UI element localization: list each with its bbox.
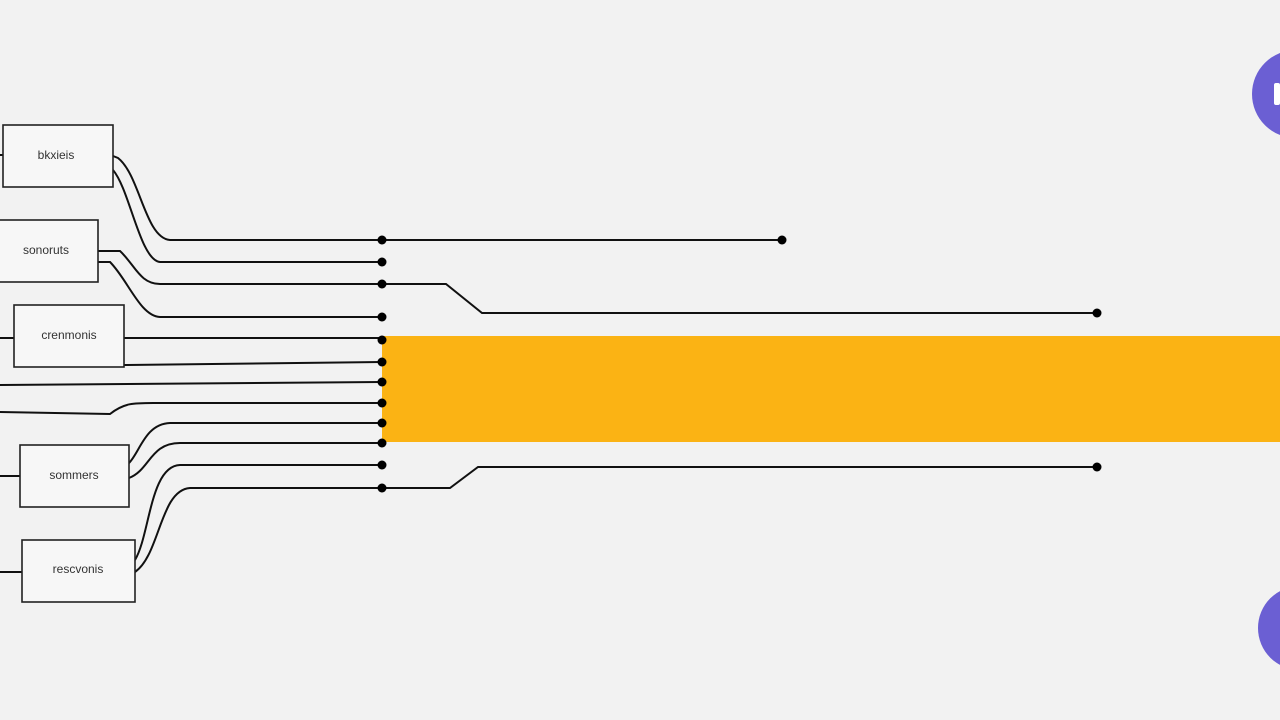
wire-group bbox=[0, 154, 1097, 573]
wire-11 bbox=[134, 464, 382, 561]
node-label: sommers bbox=[49, 468, 98, 482]
accent-band bbox=[382, 336, 1280, 442]
junction-dot bbox=[377, 335, 387, 345]
wire-7 bbox=[0, 381, 383, 386]
node-rescvonis[interactable]: rescvonis bbox=[21, 539, 136, 603]
junction-dot bbox=[377, 460, 387, 470]
side-circle-bottom-icon[interactable] bbox=[1258, 586, 1280, 670]
wire-1 bbox=[112, 155, 782, 241]
side-circle-top-icon[interactable] bbox=[1252, 50, 1280, 138]
junction-dot bbox=[377, 377, 387, 387]
wire-10 bbox=[128, 442, 382, 479]
endpoint-dot bbox=[1092, 462, 1102, 472]
junction-dot bbox=[377, 483, 387, 493]
junction-dot bbox=[377, 357, 387, 367]
junction-dot bbox=[377, 398, 387, 408]
junction-dot bbox=[377, 279, 387, 289]
wire-8 bbox=[0, 401, 382, 416]
wire-6 bbox=[123, 361, 383, 366]
node-sonoruts[interactable]: sonoruts bbox=[0, 219, 99, 283]
wire-3 bbox=[98, 250, 1097, 314]
junction-dot bbox=[377, 438, 387, 448]
node-label: bkxieis bbox=[38, 148, 75, 162]
node-label: crenmonis bbox=[41, 328, 96, 342]
wire-9 bbox=[128, 422, 382, 464]
node-bkxieis[interactable]: bkxieis bbox=[2, 124, 114, 188]
endpoint-dot bbox=[1092, 308, 1102, 318]
wire-4 bbox=[98, 261, 382, 318]
junction-dot bbox=[377, 418, 387, 428]
node-label: sonoruts bbox=[23, 243, 69, 257]
node-crenmonis[interactable]: crenmonis bbox=[13, 304, 125, 368]
endpoint-dot bbox=[777, 235, 787, 245]
node-label: rescvonis bbox=[53, 562, 104, 576]
junction-dot bbox=[377, 235, 387, 245]
junction-dots bbox=[377, 235, 1102, 493]
node-sommers[interactable]: sommers bbox=[19, 444, 130, 508]
junction-dot bbox=[377, 312, 387, 322]
wire-2 bbox=[112, 169, 382, 263]
junction-dot bbox=[377, 257, 387, 267]
wire-12 bbox=[134, 466, 1097, 573]
